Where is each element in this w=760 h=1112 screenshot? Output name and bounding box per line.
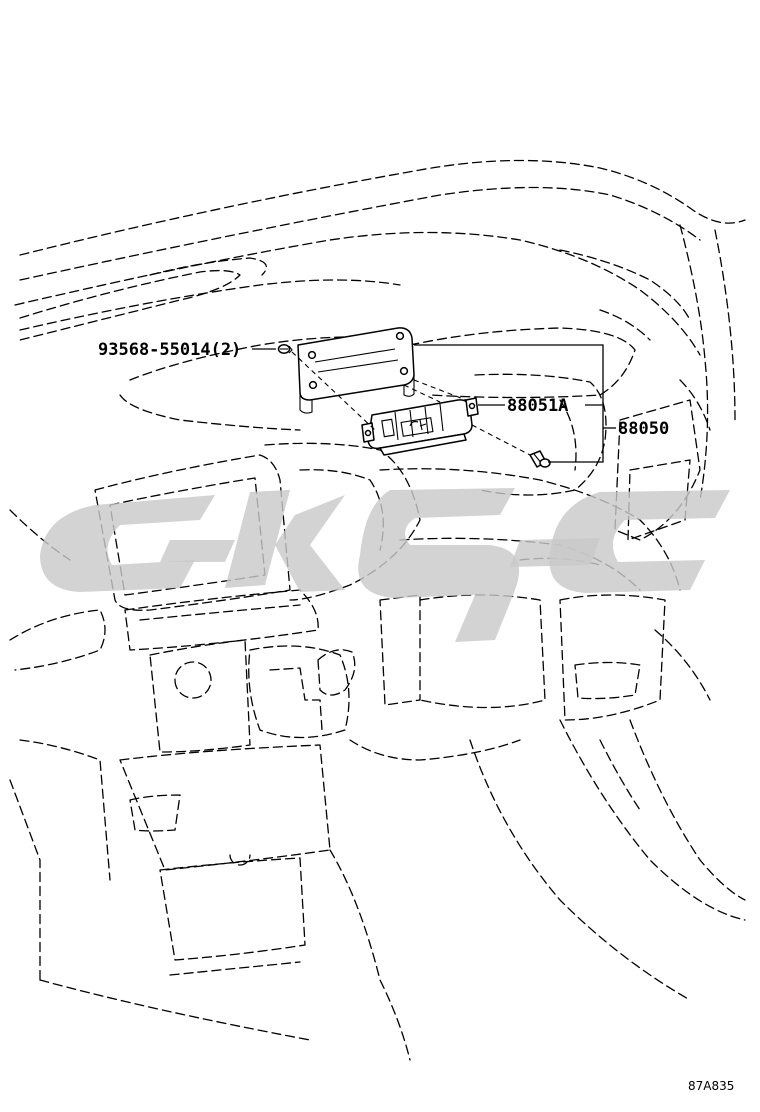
switch-part-number: 88051A: [507, 396, 568, 416]
watermark-logo: [40, 488, 730, 642]
mounting-bracket: [297, 327, 415, 414]
clip-part-number: 93568-55014(2): [98, 340, 241, 360]
leader-lines: [252, 344, 616, 463]
clip-icon: [277, 344, 293, 354]
assembly-part-number: 88050: [618, 419, 669, 439]
switch-unit: [361, 397, 479, 456]
figure-reference: 87A835: [688, 1079, 734, 1093]
screw-icon: [529, 450, 551, 468]
dashboard-outline: [9, 159, 746, 1061]
